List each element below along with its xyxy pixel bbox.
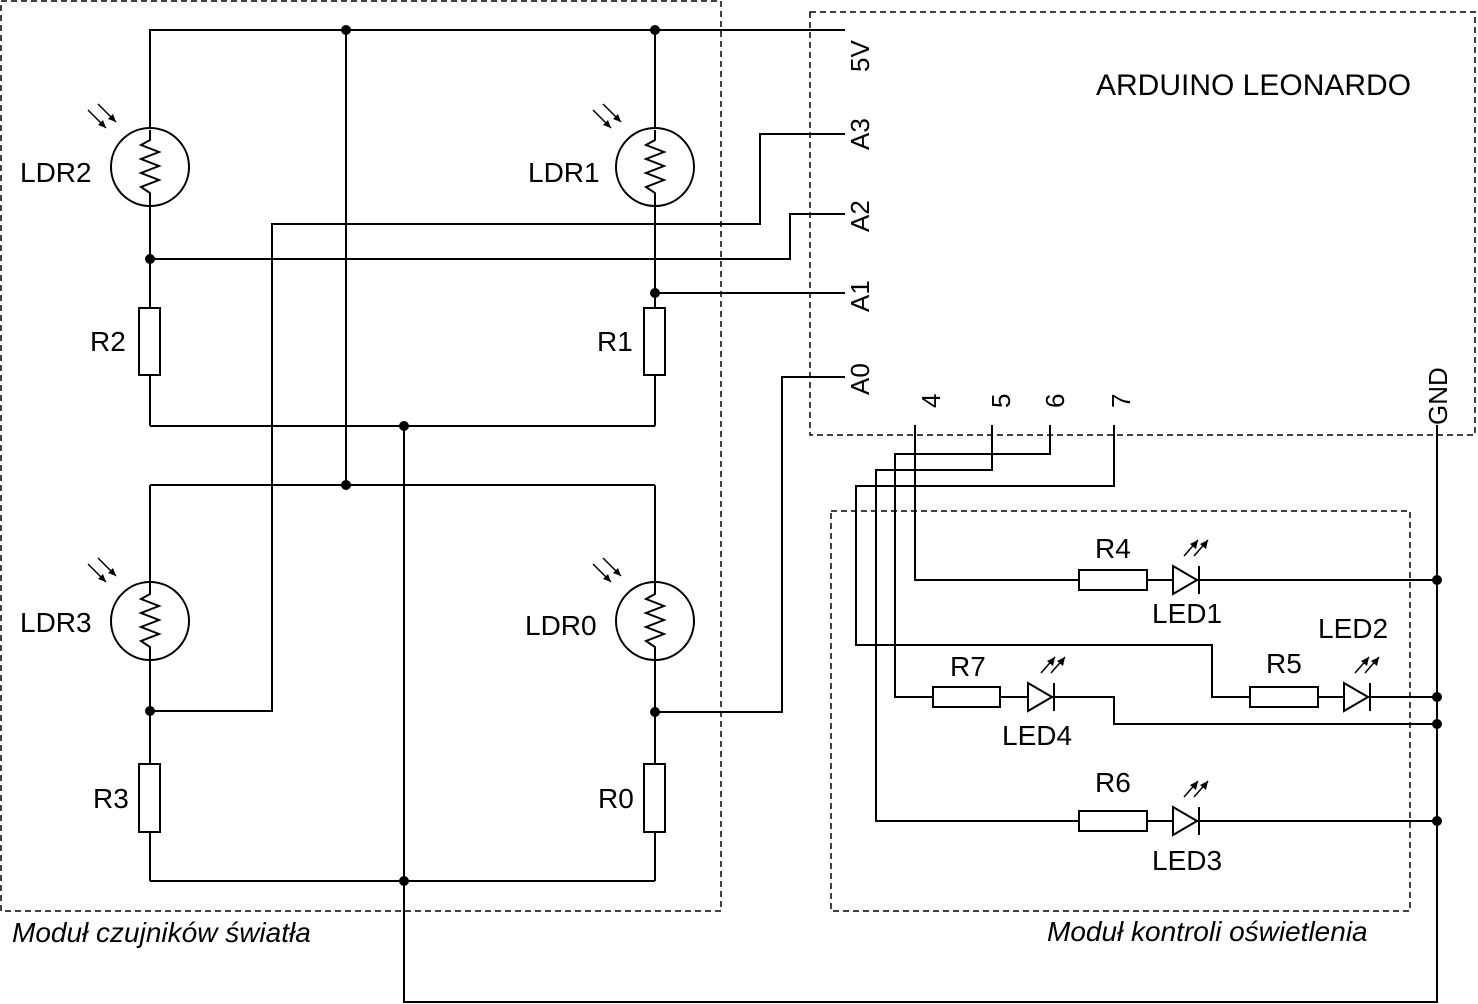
pin-a3-label: A3 xyxy=(845,118,875,150)
r3-resistor xyxy=(138,763,161,833)
sensor-module-boundary xyxy=(0,0,722,912)
pin-7-label: 7 xyxy=(1106,394,1136,408)
ldr1-symbol xyxy=(592,103,695,207)
pin-a0-label: A0 xyxy=(845,363,875,395)
r3-label: R3 xyxy=(93,783,129,814)
r2-resistor xyxy=(138,307,161,376)
ldr2-symbol xyxy=(87,103,190,207)
ldr1-label: LDR1 xyxy=(528,157,600,188)
r1-resistor xyxy=(643,307,666,376)
pin-6-label: 6 xyxy=(1040,394,1070,408)
led1-label: LED1 xyxy=(1152,598,1222,629)
r5-resistor xyxy=(1249,686,1319,708)
pin-a1-label: A1 xyxy=(845,280,875,312)
arduino-board-boundary xyxy=(809,11,1476,436)
pin-5v-label: 5V xyxy=(845,40,875,72)
junction-dots xyxy=(145,25,1442,886)
ldr3-symbol xyxy=(87,557,190,662)
pin-a2-label: A2 xyxy=(845,200,875,232)
r6-label: R6 xyxy=(1095,767,1131,798)
r4-resistor xyxy=(1078,569,1148,591)
led1-symbol xyxy=(1172,539,1209,596)
r7-resistor xyxy=(932,686,1001,708)
ldr2-label: LDR2 xyxy=(20,157,92,188)
led2-label: LED2 xyxy=(1318,613,1388,644)
r1-label: R1 xyxy=(597,326,633,357)
pin-4-label: 4 xyxy=(916,394,946,408)
sensor-wiring xyxy=(149,29,1438,1003)
pin-gnd-label: GND xyxy=(1423,367,1453,425)
ldr3-label: LDR3 xyxy=(20,607,92,638)
led4-symbol-body xyxy=(1027,656,1066,713)
sensor-module-caption: Moduł czujników światła xyxy=(12,917,311,948)
r2-label: R2 xyxy=(90,326,126,357)
r5-label: R5 xyxy=(1266,648,1302,679)
led4-label: LED4 xyxy=(1002,720,1072,751)
board-title: ARDUINO LEONARDO xyxy=(1096,69,1411,102)
r0-label: R0 xyxy=(598,783,634,814)
led3-symbol xyxy=(1172,780,1209,837)
led2-symbol xyxy=(1343,656,1380,713)
r0-resistor xyxy=(643,763,666,833)
ldr0-symbol xyxy=(592,557,695,662)
r4-label: R4 xyxy=(1095,533,1131,564)
ldr0-label: LDR0 xyxy=(525,610,597,641)
r7-label: R7 xyxy=(950,651,986,682)
r6-resistor xyxy=(1078,810,1148,832)
control-module-caption: Moduł kontroli oświetlenia xyxy=(1047,916,1368,947)
led3-label: LED3 xyxy=(1152,845,1222,876)
pin-5-label: 5 xyxy=(986,394,1016,408)
